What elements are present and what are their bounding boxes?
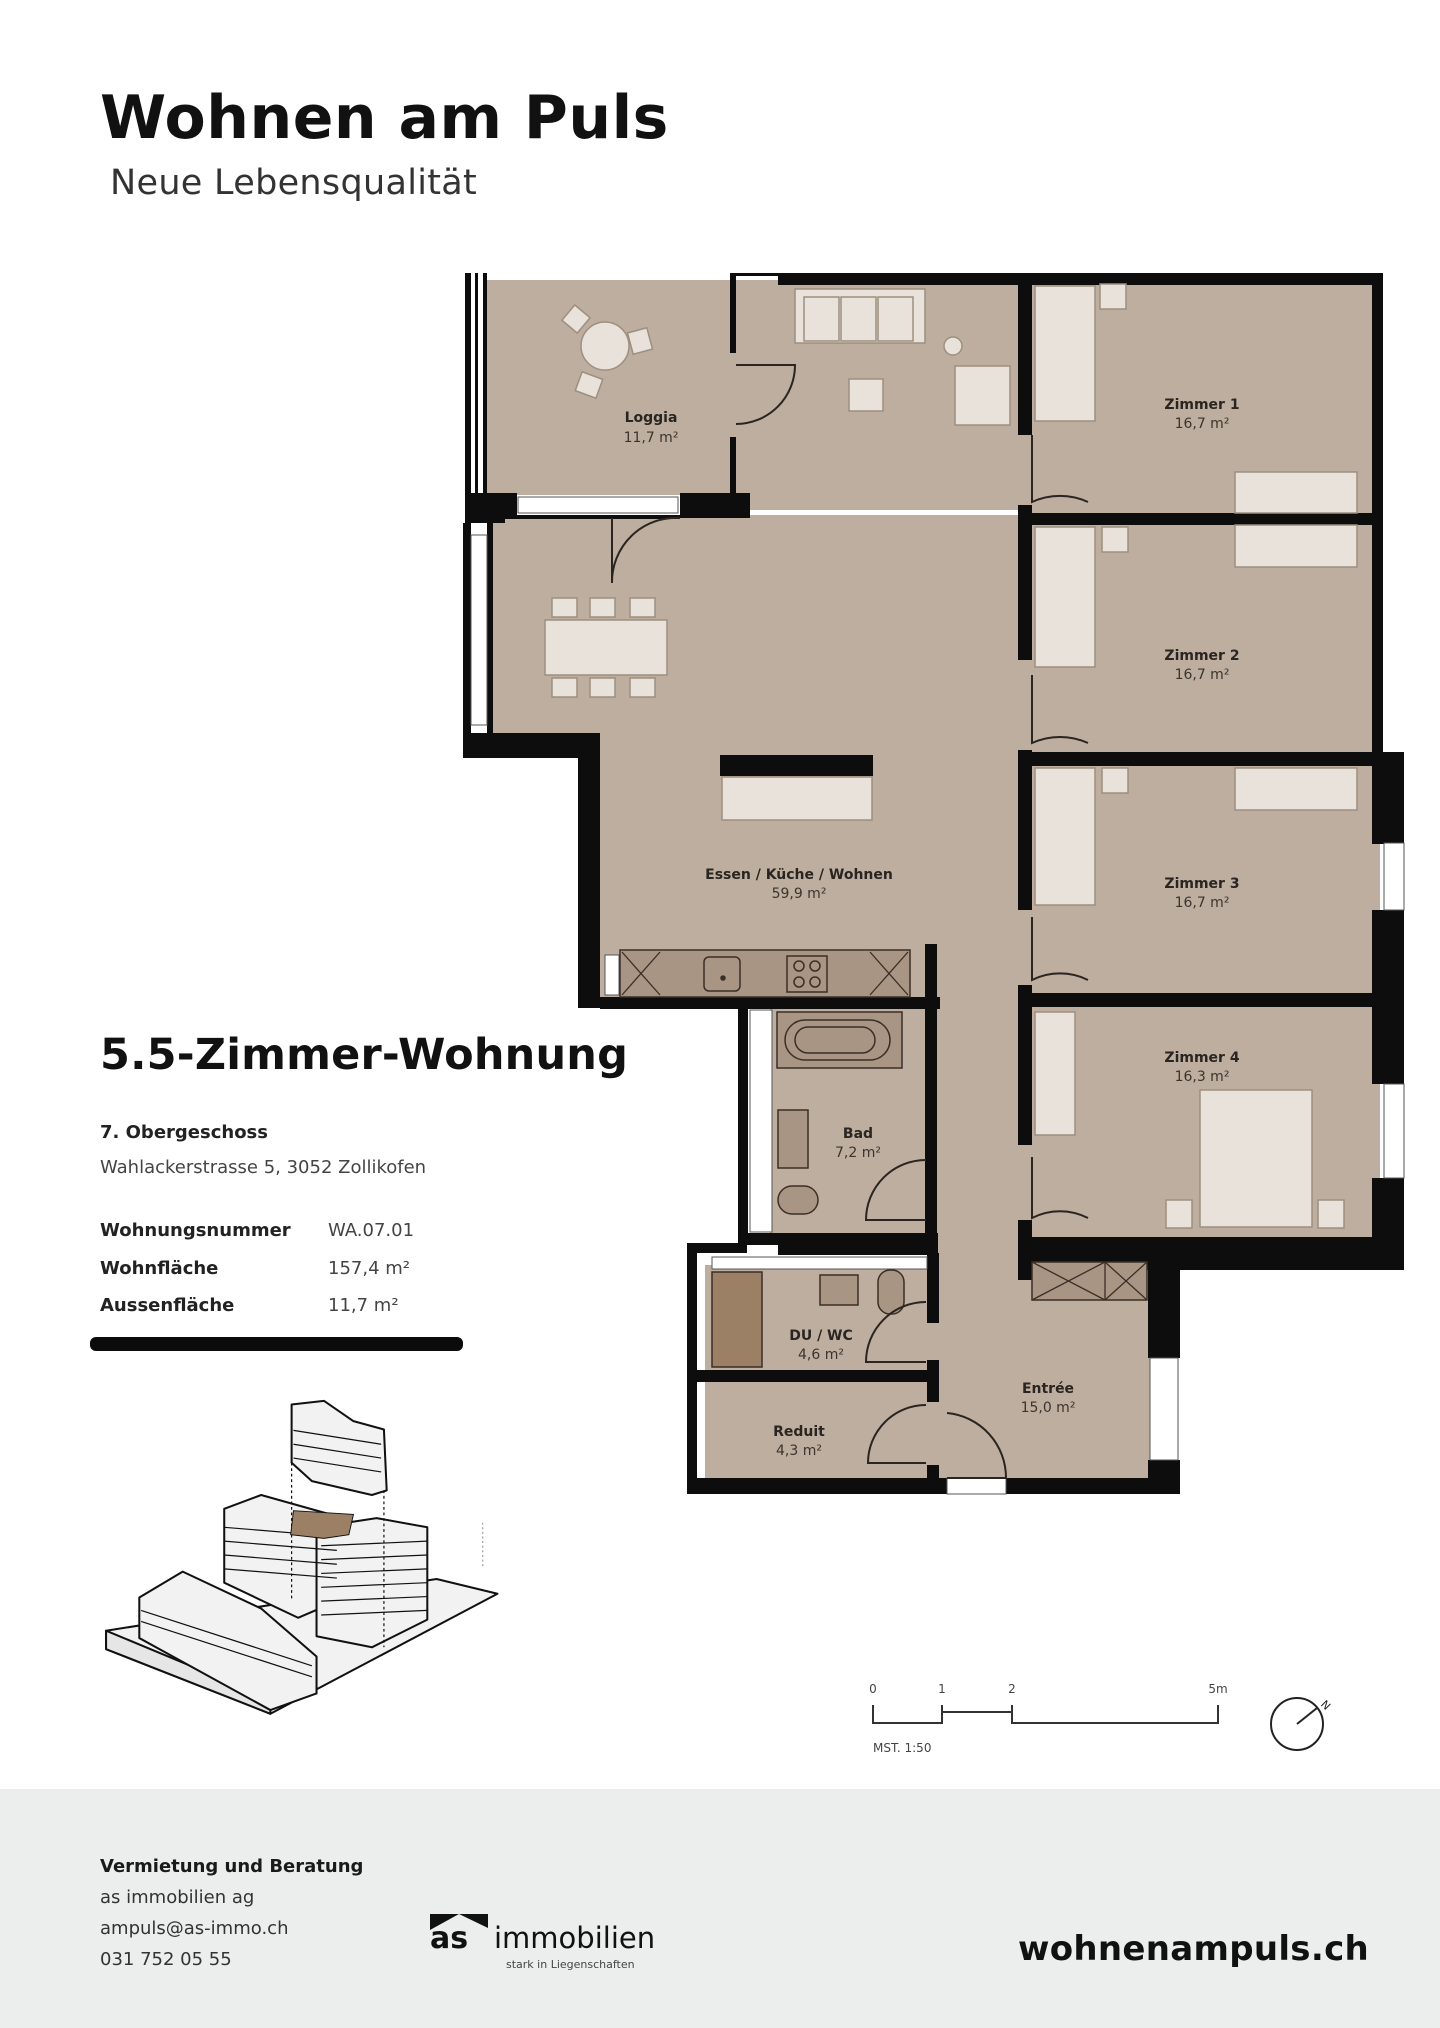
furniture: [544, 283, 1358, 1229]
room-reduit-area: 4,3 m²: [776, 1443, 822, 1459]
apartment-highlight: [290, 1510, 355, 1539]
footer: [0, 1789, 1440, 2028]
scale-tick-1: 1: [938, 1682, 946, 1696]
doors: [610, 364, 1089, 1479]
logo-name: immobilien: [494, 1921, 655, 1955]
room-zimmer4-name: Zimmer 4: [1164, 1050, 1239, 1066]
detail-label: Wohnungsnummer: [100, 1220, 291, 1241]
scale-bar: 0 1 2 5m MST. 1:50: [869, 1682, 1227, 1755]
logo-mark: as: [430, 1921, 468, 1956]
room-zimmer1-area: 16,7 m²: [1175, 416, 1230, 432]
scale-tick-2: 2: [1008, 1682, 1016, 1696]
windows: [470, 496, 1405, 1495]
room-zimmer3-area: 16,7 m²: [1175, 895, 1230, 911]
scale-tick-5m: 5m: [1208, 1682, 1227, 1696]
room-duwc-name: DU / WC: [789, 1328, 853, 1344]
scale-label: MST. 1:50: [873, 1741, 931, 1755]
apartment-floor: 7. Obergeschoss: [100, 1122, 268, 1143]
detail-row: Wohnungsnummer WA.07.01: [100, 1222, 414, 1240]
building-location-illustration: [105, 1399, 499, 1715]
page-title: Wohnen am Puls: [100, 83, 669, 153]
detail-label: Wohnfläche: [100, 1258, 219, 1279]
apartment-type-heading: 5.5-Zimmer-Wohnung: [100, 1030, 629, 1080]
room-loggia-name: Loggia: [625, 410, 678, 426]
room-living-area: 59,9 m²: [772, 886, 827, 902]
room-bad-area: 7,2 m²: [835, 1145, 881, 1161]
logo-tagline: stark in Liegenschaften: [506, 1958, 635, 1971]
footer-company: as immobilien ag: [100, 1887, 255, 1908]
room-entree-name: Entrée: [1022, 1381, 1074, 1397]
website-link[interactable]: wohnenampuls.ch: [1018, 1929, 1370, 1969]
room-zimmer2-area: 16,7 m²: [1175, 667, 1230, 683]
fixtures: [619, 949, 1148, 1368]
room-zimmer3-name: Zimmer 3: [1164, 876, 1239, 892]
room-duwc-area: 4,6 m²: [798, 1347, 844, 1363]
room-zimmer1-name: Zimmer 1: [1164, 397, 1239, 413]
room-labels: Loggia 11,7 m² Essen / Küche / Wohnen 59…: [624, 397, 1240, 1459]
room-zimmer2-name: Zimmer 2: [1164, 648, 1239, 664]
cabinet-crosses: [621, 951, 1148, 1301]
footer-phone: 031 752 05 55: [100, 1949, 232, 1970]
divider-bar: [90, 1337, 463, 1351]
detail-value: 11,7 m²: [328, 1295, 399, 1316]
footer-heading: Vermietung und Beratung: [100, 1856, 364, 1877]
room-zimmer4-area: 16,3 m²: [1175, 1069, 1230, 1085]
detail-label: Aussenfläche: [100, 1295, 235, 1316]
detail-value: WA.07.01: [328, 1220, 415, 1241]
scale-tick-0: 0: [869, 1682, 877, 1696]
floor-plan: Loggia 11,7 m² Essen / Küche / Wohnen 59…: [463, 273, 1405, 1495]
page-subtitle: Neue Lebensqualität: [110, 163, 478, 203]
walls: [463, 273, 1404, 1494]
room-bad-name: Bad: [843, 1126, 873, 1142]
room-loggia-area: 11,7 m²: [624, 430, 679, 446]
detail-value: 157,4 m²: [328, 1258, 411, 1279]
as-immobilien-logo: as immobilien stark in Liegenschaften: [430, 1914, 655, 1971]
detail-row: Aussenfläche 11,7 m²: [100, 1297, 399, 1315]
room-entree-area: 15,0 m²: [1021, 1400, 1076, 1416]
room-reduit-name: Reduit: [773, 1424, 825, 1440]
room-living-name: Essen / Küche / Wohnen: [705, 867, 893, 883]
kitchen-island-counter: [720, 755, 873, 776]
detail-row: Wohnfläche 157,4 m²: [100, 1260, 410, 1278]
apartment-address: Wahlackerstrasse 5, 3052 Zollikofen: [100, 1157, 427, 1178]
north-arrow-icon: N: [1270, 1697, 1333, 1751]
footer-email-link[interactable]: ampuls@as-immo.ch: [100, 1918, 289, 1939]
